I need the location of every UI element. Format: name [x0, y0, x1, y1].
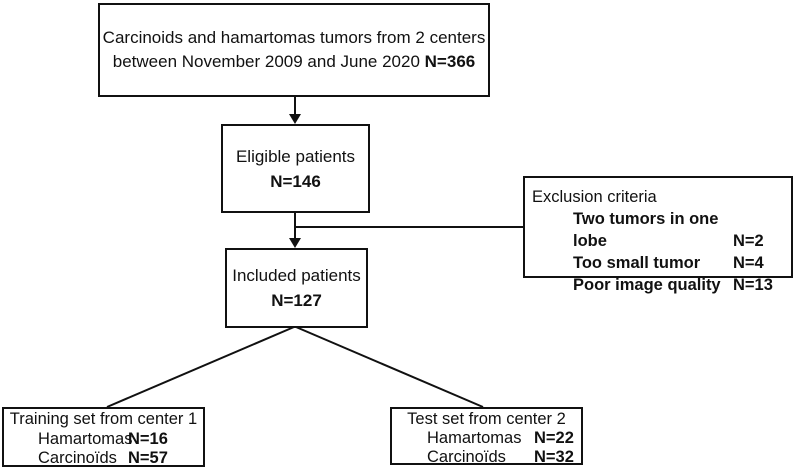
source-population-box: Carcinoids and hamartomas tumors from 2 … — [98, 3, 490, 97]
exclusion-item-count: N=4 — [733, 254, 764, 272]
exclusion-item-label: Poor image quality — [573, 276, 721, 294]
eligible-title: Eligible patients — [235, 146, 356, 166]
connector-included-to-training — [106, 326, 295, 408]
training-set-box: Training set from center 1 HamartomasN=1… — [2, 407, 205, 467]
test-title: Test set from center 2 — [407, 410, 566, 428]
source-line2: between November 2009 and June 2020 N=36… — [113, 50, 475, 74]
source-line1: Carcinoids and hamartomas tumors from 2 … — [102, 28, 486, 47]
test-row-label: Hamartomas — [427, 429, 522, 447]
training-row: Carcinoïds N=57 — [4, 449, 203, 469]
exclusion-criteria-box: Exclusion criteria Two tumors in one lob… — [523, 176, 793, 294]
training-row: HamartomasN=16 — [4, 430, 203, 450]
arrowhead-eligible — [289, 114, 301, 124]
test-set-box: Test set from center 2 Hamartomas N=22 Ca… — [390, 407, 583, 467]
training-row-label: Carcinoïds — [38, 449, 117, 467]
test-row-count: N=32 — [534, 448, 574, 466]
training-row-count: N=57 — [128, 449, 168, 467]
test-row: Carcinoïds N=32 — [392, 448, 581, 467]
training-title: Training set from center 1 — [9, 410, 198, 428]
included-patients-box: Included patients N=127 — [225, 248, 368, 328]
exclusion-item-count: N=13 — [733, 276, 773, 294]
training-row-count: N=16 — [128, 429, 168, 448]
included-count: N=127 — [271, 291, 322, 310]
source-line2-text: between November 2009 and June 2020 — [112, 52, 425, 71]
exclusion-item-label: Too small tumor — [573, 254, 701, 272]
exclusion-title: Exclusion criteria — [532, 188, 657, 206]
test-row-count: N=22 — [534, 429, 574, 447]
training-row-label: Hamartomas — [38, 429, 133, 448]
eligible-patients-box: Eligible patients N=146 — [221, 124, 370, 213]
test-row: Hamartomas N=22 — [392, 429, 581, 448]
test-row-label: Carcinoïds — [427, 448, 506, 466]
connector-included-to-test — [295, 326, 484, 408]
included-title: Included patients — [232, 266, 361, 285]
eligible-count: N=146 — [270, 171, 321, 191]
exclusion-item-label: Two tumors in one lobe — [573, 210, 719, 250]
exclusion-item: Too small tumor N=4 — [532, 252, 791, 274]
exclusion-item: Poor image quality N=13 — [532, 274, 791, 296]
arrowhead-included — [289, 238, 301, 248]
source-count: N=366 — [424, 52, 476, 71]
exclusion-item-count: N=2 — [733, 232, 764, 250]
